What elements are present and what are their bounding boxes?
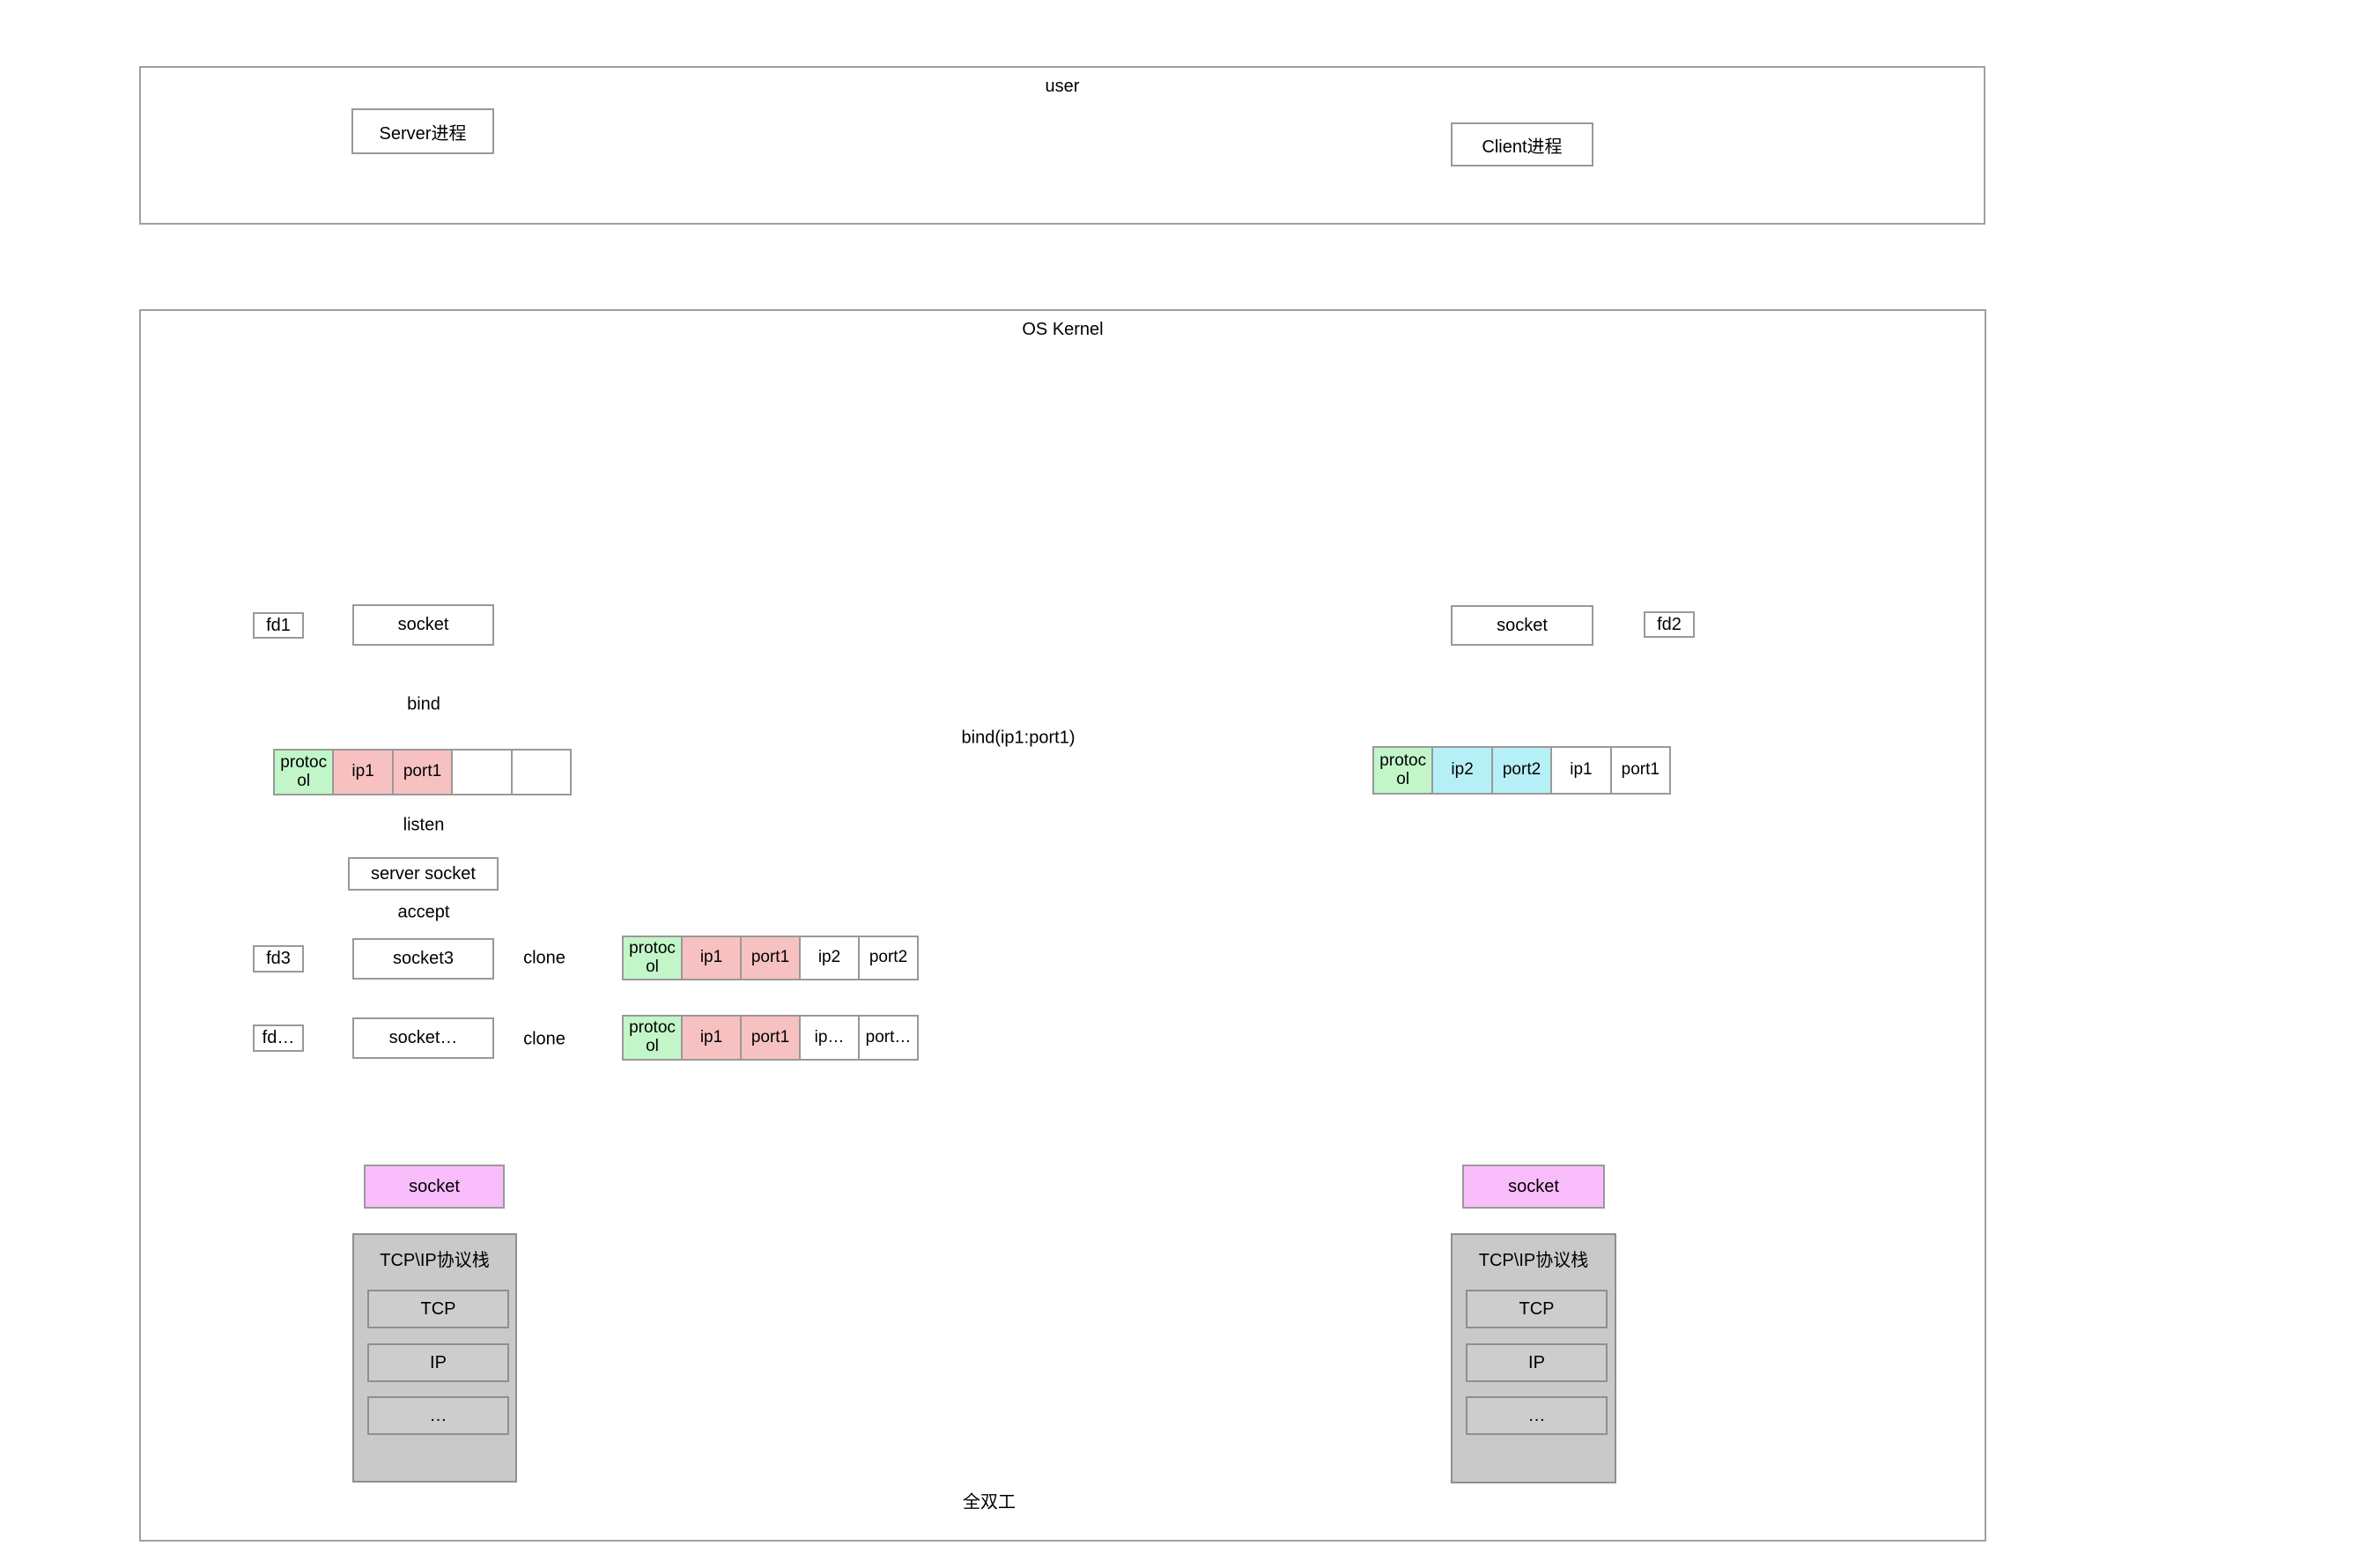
listen-line-label: listen (396, 814, 451, 837)
client-bind-call-label: bind(ip1:port1) (955, 727, 1082, 750)
fdn-label: fd… (262, 1028, 295, 1047)
bind-line-label: bind (401, 693, 447, 716)
socket3-row-cell-ip2: ip2 (799, 936, 860, 980)
fd1-label: fd1 (266, 615, 291, 635)
client-row-cell-ip2: ip2 (1431, 746, 1493, 795)
client-process-label: Client进程 (1482, 137, 1563, 157)
accept-line-label: accept (391, 901, 456, 924)
fd1-box: fd1 (253, 612, 304, 639)
socketn-box: socket… (352, 1017, 494, 1059)
client-ip-layer: IP (1466, 1343, 1608, 1382)
duplex-line-label: 全双工 (957, 1486, 1022, 1514)
socketn-row-cell-portn: port… (858, 1015, 919, 1061)
server-ip-layer: IP (367, 1343, 509, 1382)
socket3-row-cell-ip1: ip1 (681, 936, 742, 980)
client-other-layer: … (1466, 1396, 1608, 1435)
client-socket-call-label: socket (1497, 615, 1548, 635)
server-tcp-layer: TCP (367, 1290, 509, 1328)
socket3-label: socket3 (393, 949, 454, 968)
server-other-layer: … (367, 1396, 509, 1435)
bind-row-cell-empty2 (510, 749, 573, 795)
client-row-cell-port1: port1 (1609, 746, 1672, 795)
socket3-box: socket3 (352, 938, 494, 980)
client-row-cell-protocol: protocol (1372, 746, 1434, 795)
socket3-row-cell-protocol: protocol (622, 936, 683, 980)
bind-row-cell-port1: port1 (391, 749, 454, 795)
socketn-label: socket… (388, 1028, 458, 1047)
server-tcpip-stack: TCP\IP协议栈 TCP IP … (352, 1233, 517, 1483)
bind-row-cell-ip1: ip1 (332, 749, 394, 795)
fd3-label: fd3 (266, 949, 291, 968)
client-tcp-layer: TCP (1466, 1290, 1608, 1328)
fdn-box: fd… (253, 1024, 304, 1052)
client-process-box: Client进程 (1451, 122, 1593, 166)
client-stack-title: TCP\IP协议栈 (1478, 1251, 1589, 1270)
server-stack-title: TCP\IP协议栈 (380, 1251, 490, 1270)
user-region-label: user (1045, 77, 1080, 96)
socket3-row: protocol ip1 port1 ip2 port2 (622, 936, 919, 980)
bind-row-cell-empty1 (451, 749, 513, 795)
client-row-cell-ip1: ip1 (1550, 746, 1612, 795)
server-socket-call-label: socket (397, 615, 449, 634)
client-socket-layer-box: socket (1462, 1165, 1605, 1209)
server-socket-label: server socket (371, 863, 476, 884)
server-process-label: Server进程 (379, 123, 467, 144)
server-socket-call-box: socket (352, 604, 494, 646)
client-socket-layer-label: socket (1508, 1176, 1559, 1196)
bind-row-cell-protocol: protocol (273, 749, 335, 795)
server-socket-box: server socket (348, 857, 499, 891)
client-tcpip-stack: TCP\IP协议栈 TCP IP … (1451, 1233, 1616, 1483)
server-socket-layer-box: socket (364, 1165, 505, 1209)
fd2-label: fd2 (1657, 614, 1682, 634)
client-row-cell-port2: port2 (1490, 746, 1553, 795)
socket3-row-cell-port1: port1 (740, 936, 801, 980)
client-socket-call-box: socket (1451, 605, 1593, 646)
socketn-row-cell-protocol: protocol (622, 1015, 683, 1061)
server-process-box: Server进程 (351, 108, 494, 154)
server-socket-layer-label: socket (409, 1176, 460, 1196)
fd3-box: fd3 (253, 945, 304, 973)
clone-line-label-1: clone (517, 947, 572, 970)
socketn-row-cell-port1: port1 (740, 1015, 801, 1061)
socketn-row-cell-ipn: ip… (799, 1015, 860, 1061)
socketn-row-cell-ip1: ip1 (681, 1015, 742, 1061)
fd2-box: fd2 (1644, 611, 1695, 638)
server-bind-row: protocol ip1 port1 (273, 749, 573, 795)
clone-line-label-2: clone (517, 1028, 572, 1051)
os-kernel-label: OS Kernel (1022, 320, 1104, 339)
socketn-row: protocol ip1 port1 ip… port… (622, 1015, 919, 1061)
client-bind-row: protocol ip2 port2 ip1 port1 (1372, 746, 1672, 795)
socket3-row-cell-port2: port2 (858, 936, 919, 980)
